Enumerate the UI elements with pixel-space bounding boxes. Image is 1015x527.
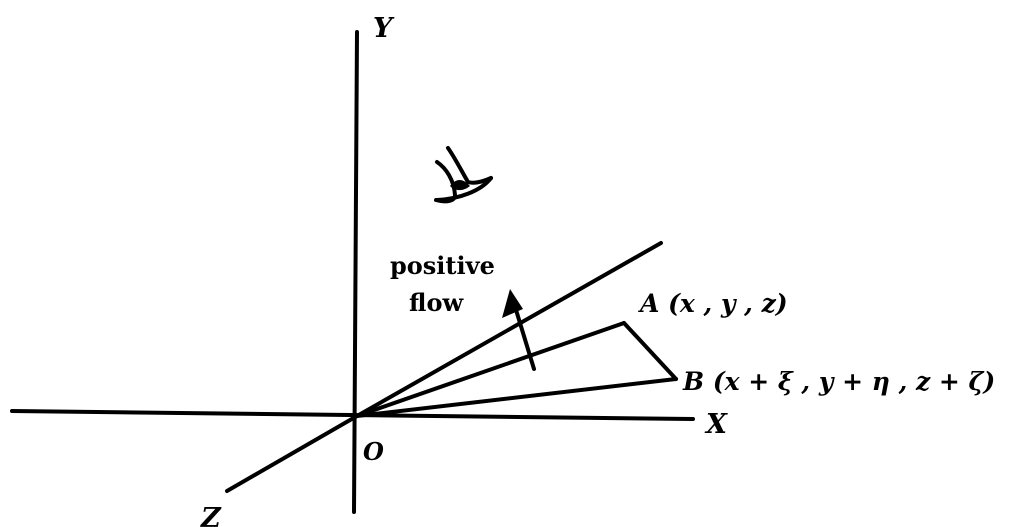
positive-flow-label-line1: positive [390,251,495,280]
z-axis [225,414,359,493]
z-axis-label: Z [200,503,222,527]
origin-label: O [363,437,384,466]
x-axis-label: X [704,409,728,440]
x-axis [10,409,695,421]
y-axis-label: Y [373,13,395,44]
positive-flow-arrow [502,289,536,371]
line-o-to-b [355,377,678,418]
point-a-label: A (x , y , z) [638,289,788,318]
segment-a-to-b [622,321,678,381]
point-b-label: B (x + ξ , y + η , z + ζ) [682,367,995,396]
positive-flow-label-line2: flow [409,288,464,317]
line-o-to-a [355,321,626,418]
oblique-line [355,241,663,418]
y-axis [352,30,359,514]
eye-icon [434,146,493,204]
